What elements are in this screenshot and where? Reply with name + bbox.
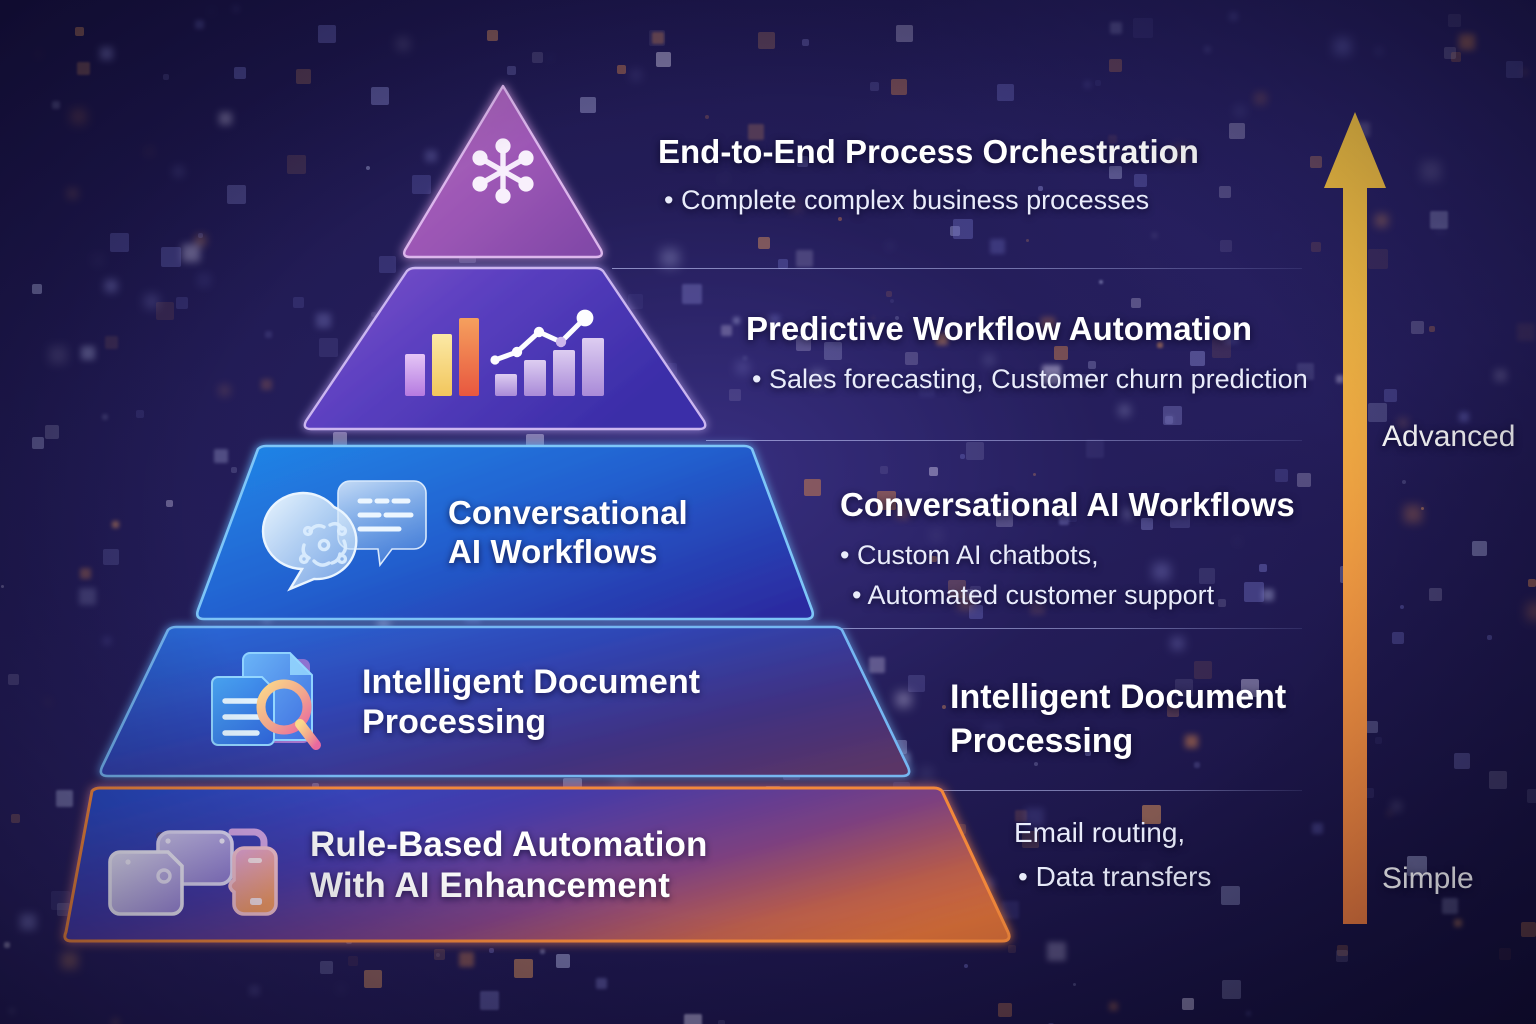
document-search-icon [208,645,336,761]
tier-rule-based-label: Rule-Based Automation With AI Enhancemen… [310,825,708,905]
complexity-arrow [1322,112,1388,924]
pyramid-tier-predictive[interactable] [300,266,710,434]
annotation-predictive-bullet-1: • Sales forecasting, Customer churn pred… [752,363,1308,394]
annotation-rule-based-bullet-1: Email routing, [1014,817,1186,848]
tier-document-content: Intelligent Document Processing [208,635,908,771]
annotation-conversational-bullet-1: • Custom AI chatbots, [840,539,1099,570]
pyramid-tier-rule-based[interactable]: Rule-Based Automation With AI Enhancemen… [60,786,1014,946]
tier-document-label: Intelligent Document Processing [362,663,701,741]
annotation-conversational-title: Conversational AI Workflows [840,486,1295,523]
chat-bubbles-icon [261,473,430,593]
network-hub-icon [465,133,541,209]
annotation-predictive-title: Predictive Workflow Automation [746,310,1253,347]
tier-end-to-end-content [398,80,608,262]
annotation-document: Intelligent Document Processing [950,676,1310,763]
tier-rule-based-content: Rule-Based Automation With AI Enhancemen… [108,800,958,932]
annotation-rule-based: Email routing, • Data transfers [1014,815,1211,895]
pyramid-tier-document[interactable]: Intelligent Document Processing [96,625,914,781]
pyramid-tier-conversational[interactable]: Conversational AI Workflows [192,444,818,624]
tier-conversational-content: Conversational AI Workflows [261,462,754,604]
annotation-end-to-end-title: End-to-End Process Orchestration [658,133,1199,170]
annotation-conversational: Conversational AI Workflows • Custom AI … [840,486,1295,613]
annotation-rule-based-bullet-2: • Data transfers [1018,860,1212,892]
scale-label-simple: Simple [1382,862,1474,895]
pyramid-tier-end-to-end[interactable] [398,80,608,262]
scale-label-advanced: Advanced [1382,420,1516,453]
annotation-conversational-bullet-2: • Automated customer support [852,580,1215,611]
annotation-end-to-end: End-to-End Process Orchestration • Compl… [658,133,1199,217]
connected-nodes-icon [108,814,280,918]
tier-predictive-content [300,266,710,434]
annotation-predictive: Predictive Workflow Automation • Sales f… [746,310,1308,396]
tier-conversational-label: Conversational AI Workflows [448,494,688,570]
annotation-end-to-end-bullet-1: • Complete complex business processes [664,184,1150,215]
analytics-chart-icon [399,298,611,402]
annotation-document-title: Intelligent Document Processing [950,678,1287,760]
